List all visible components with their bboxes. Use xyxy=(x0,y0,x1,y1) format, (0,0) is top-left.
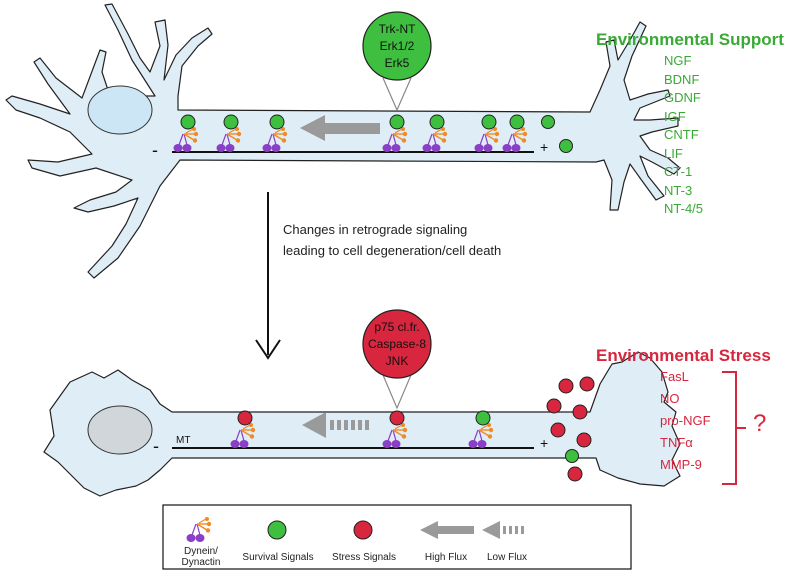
top-bubble-line-3: Erk5 xyxy=(385,56,410,70)
degenerating-minus-end: - xyxy=(153,436,159,456)
stress-signal xyxy=(550,422,566,438)
survival-signal xyxy=(481,114,497,130)
stress-bracket xyxy=(722,371,737,485)
transition-caption-line-2: leading to cell degeneration/cell death xyxy=(283,243,502,258)
stress-item: TNFα xyxy=(660,435,693,450)
high-flux-arrow xyxy=(300,115,380,141)
survival-signal xyxy=(541,115,555,129)
legend-stress-label: Stress Signals xyxy=(332,552,396,563)
support-item: CT-1 xyxy=(664,164,693,179)
transition-caption-line-1: Changes in retrograde signaling xyxy=(283,222,468,237)
top-callout-pointer xyxy=(382,77,412,112)
unknown-mechanism-question-mark: ? xyxy=(753,410,767,437)
microtubule-label: MT xyxy=(176,435,190,446)
survival-signal xyxy=(389,114,405,130)
stress-signal xyxy=(558,378,574,394)
stress-signal xyxy=(572,404,588,420)
survival-signal xyxy=(475,410,491,426)
bottom-bubble-line-1: p75 cl.fr. xyxy=(374,320,419,334)
legend-high-flux-label: High Flux xyxy=(424,552,468,563)
top-bubble-line-1: Trk-NT xyxy=(379,22,417,36)
degenerating-neuron: - + MT p75 cl.fr. Caspase-8 xyxy=(43,309,681,497)
support-item: GDNF xyxy=(664,90,701,105)
healthy-neuron: - + Trk-NT Erk1/2 Erk5 xyxy=(5,3,681,279)
support-list: NGF BDNF GDNF IGF CNTF LIF CT-1 NT-3 NT-… xyxy=(664,52,703,219)
healthy-neuron-cell-body xyxy=(5,3,681,279)
stress-signal xyxy=(567,466,583,482)
stress-signal xyxy=(546,398,562,414)
stress-list: FasL NO pro-NGF TNFα MMP-9 xyxy=(660,366,711,476)
stress-signal xyxy=(579,376,595,392)
legend-low-flux-label: Low Flux xyxy=(486,552,527,563)
healthy-plus-end: + xyxy=(540,139,548,155)
support-item: BDNF xyxy=(664,71,700,87)
legend-dynein-label-line-1: Dynein/ xyxy=(184,546,218,557)
healthy-neuron-nucleus xyxy=(87,85,153,135)
support-item: LIF xyxy=(664,145,683,161)
stress-signal xyxy=(237,410,253,426)
survival-signal xyxy=(223,114,239,130)
survival-signal xyxy=(269,114,285,130)
bottom-bubble-line-2: Caspase-8 xyxy=(368,337,426,351)
support-item: NGF xyxy=(664,53,692,68)
stress-signal xyxy=(576,432,592,448)
legend-low-flux-arrow xyxy=(482,521,524,539)
stress-signal xyxy=(389,410,405,426)
healthy-minus-end: - xyxy=(152,140,158,160)
environmental-stress-title: Environmental Stress xyxy=(596,346,771,365)
support-item: CNTF xyxy=(664,127,699,142)
degenerating-neuron-nucleus xyxy=(87,405,153,455)
environmental-support-title: Environmental Support xyxy=(596,30,784,49)
survival-signal xyxy=(180,114,196,130)
support-item: IGF xyxy=(664,108,686,124)
survival-signal xyxy=(429,114,445,130)
top-signaling-bubble xyxy=(362,11,432,81)
survival-signal xyxy=(559,139,573,153)
legend-box xyxy=(162,504,632,570)
survival-signal xyxy=(509,114,525,130)
legend-high-flux-arrow xyxy=(420,521,474,539)
support-item: NT-3 xyxy=(664,182,693,198)
low-flux-arrow xyxy=(302,412,369,438)
transition-arrow-head xyxy=(255,339,281,360)
legend-survival-label: Survival Signals xyxy=(242,552,314,563)
bottom-callout-pointer xyxy=(382,374,412,410)
legend-survival-swatch xyxy=(267,520,287,540)
bottom-bubble-line-3: JNK xyxy=(386,354,409,368)
stress-item: MMP-9 xyxy=(660,457,702,472)
top-bubble-line-2: Erk1/2 xyxy=(380,39,415,53)
stress-item: NO xyxy=(660,391,680,406)
stress-item: pro-NGF xyxy=(660,413,711,428)
support-item: NT-4/5 xyxy=(664,201,704,216)
legend-dynein-label-line-2: Dynactin xyxy=(181,557,221,568)
stress-item: FasL xyxy=(660,369,689,384)
survival-signal xyxy=(565,449,579,463)
degenerating-plus-end: + xyxy=(540,435,548,451)
legend-stress-swatch xyxy=(353,520,373,540)
bottom-signaling-bubble xyxy=(362,309,432,379)
